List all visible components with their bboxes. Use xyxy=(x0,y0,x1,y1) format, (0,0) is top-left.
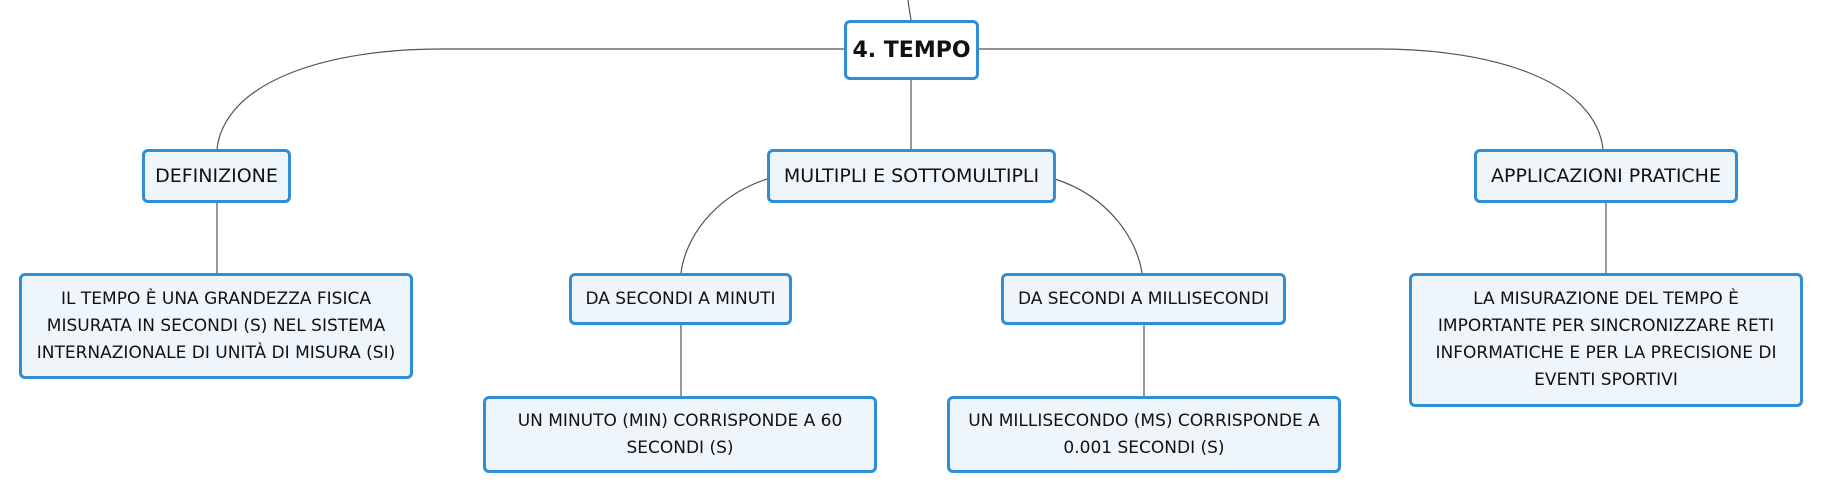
definizione-detail[interactable]: IL TEMPO È UNA GRANDEZZA FISICA MISURATA… xyxy=(19,273,413,379)
branch-applicazioni[interactable]: APPLICAZIONI PRATICHE xyxy=(1474,149,1738,203)
branch-applicazioni-label: APPLICAZIONI PRATICHE xyxy=(1491,165,1721,187)
definizione-detail-text: IL TEMPO È UNA GRANDEZZA FISICA MISURATA… xyxy=(36,288,396,363)
connector-multipli-to-minuti xyxy=(680,178,768,274)
millisecondi-detail-text: UN MILLISECONDO (MS) CORRISPONDE A 0.001… xyxy=(968,410,1320,458)
subtopic-millisecondi-label: DA SECONDI A MILLISECONDI xyxy=(1017,289,1270,309)
subtopic-millisecondi[interactable]: DA SECONDI A MILLISECONDI xyxy=(1001,273,1286,325)
applicazioni-detail[interactable]: LA MISURAZIONE DEL TEMPO È IMPORTANTE PE… xyxy=(1409,273,1803,407)
root-node[interactable]: 4. TEMPO xyxy=(844,20,979,80)
connector-root-to-applicazioni xyxy=(979,48,1604,150)
subtopic-minuti[interactable]: DA SECONDI A MINUTI xyxy=(569,273,792,325)
subtopic-minuti-label: DA SECONDI A MINUTI xyxy=(585,289,776,309)
applicazioni-detail-text: LA MISURAZIONE DEL TEMPO È IMPORTANTE PE… xyxy=(1435,289,1777,390)
branch-multipli[interactable]: MULTIPLI E SOTTOMULTIPLI xyxy=(767,149,1056,203)
branch-definizione[interactable]: DEFINIZIONE xyxy=(142,149,291,203)
connector-root-to-definizione xyxy=(216,48,844,150)
minuti-detail-text: UN MINUTO (MIN) CORRISPONDE A 60 SECONDI… xyxy=(517,410,843,458)
connector-multipli-to-millisecondi xyxy=(1054,178,1143,274)
root-label: 4. TEMPO xyxy=(852,37,971,63)
minuti-detail[interactable]: UN MINUTO (MIN) CORRISPONDE A 60 SECONDI… xyxy=(483,396,877,473)
branch-definizione-label: DEFINIZIONE xyxy=(155,165,278,187)
connector-parent-to-root xyxy=(907,0,912,21)
branch-multipli-label: MULTIPLI E SOTTOMULTIPLI xyxy=(783,165,1040,187)
millisecondi-detail[interactable]: UN MILLISECONDO (MS) CORRISPONDE A 0.001… xyxy=(947,396,1341,473)
